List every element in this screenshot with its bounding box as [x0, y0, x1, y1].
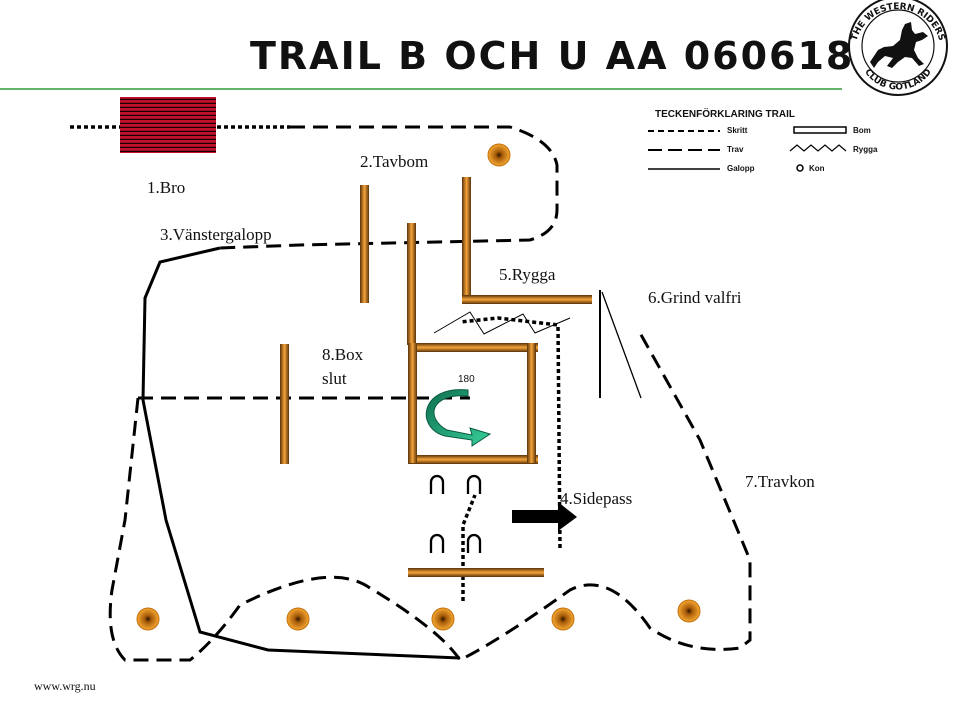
label-box-line1: 8.Box — [322, 345, 364, 364]
legend-symbols — [648, 126, 847, 172]
label-bro: 1.Bro — [147, 178, 186, 197]
pole-rygga-horizontal — [462, 295, 592, 304]
horse-rider-icon — [870, 22, 928, 68]
cone — [136, 607, 160, 631]
cones — [136, 143, 701, 631]
canter-path — [141, 246, 461, 660]
bridge — [120, 97, 216, 153]
legend-skritt: Skritt — [727, 126, 748, 135]
cone — [677, 599, 701, 623]
box — [408, 343, 538, 464]
pole-sidepass — [408, 568, 544, 577]
legend-galopp: Galopp — [727, 164, 755, 173]
cone — [286, 607, 310, 631]
label-box-line2: slut — [322, 369, 347, 388]
horseshoe-marks — [429, 474, 482, 553]
label-vanstergalopp: 3.Vänstergalopp — [160, 225, 272, 244]
turn-degree-label: 180 — [458, 374, 475, 385]
legend-trav: Trav — [727, 145, 744, 154]
legend-rygga: Rygga — [853, 145, 878, 154]
gate — [599, 290, 642, 399]
label-sidepass: 4.Sidepass — [560, 489, 633, 508]
sidepass-arrow — [512, 502, 577, 531]
label-grind: 6.Grind valfri — [648, 288, 742, 307]
poles — [280, 177, 592, 577]
label-travkon: 7.Travkon — [745, 472, 815, 491]
cone — [487, 143, 511, 167]
legend-kon: Kon — [809, 164, 825, 173]
pole-box-entry — [407, 223, 416, 345]
label-rygga: 5.Rygga — [499, 265, 556, 284]
label-tavbom: 2.Tavbom — [360, 152, 429, 171]
pole-rygga-vertical — [462, 177, 471, 302]
cone — [551, 607, 575, 631]
rygga-zigzag — [433, 311, 571, 335]
cone — [431, 607, 455, 631]
page-title: TRAIL B OCH U AA 060618 — [250, 34, 855, 78]
club-logo: THE WESTERN RIDERS CLUB GOTLAND — [848, 0, 948, 96]
pole-left — [280, 344, 289, 464]
legend-bom: Bom — [853, 126, 871, 135]
footer-url: www.wrg.nu — [34, 679, 96, 693]
pole-tavbom — [360, 185, 369, 303]
legend-title: TECKENFÖRKLARING TRAIL — [655, 109, 795, 120]
turn-arrow — [425, 389, 492, 447]
trot-path — [108, 125, 752, 662]
